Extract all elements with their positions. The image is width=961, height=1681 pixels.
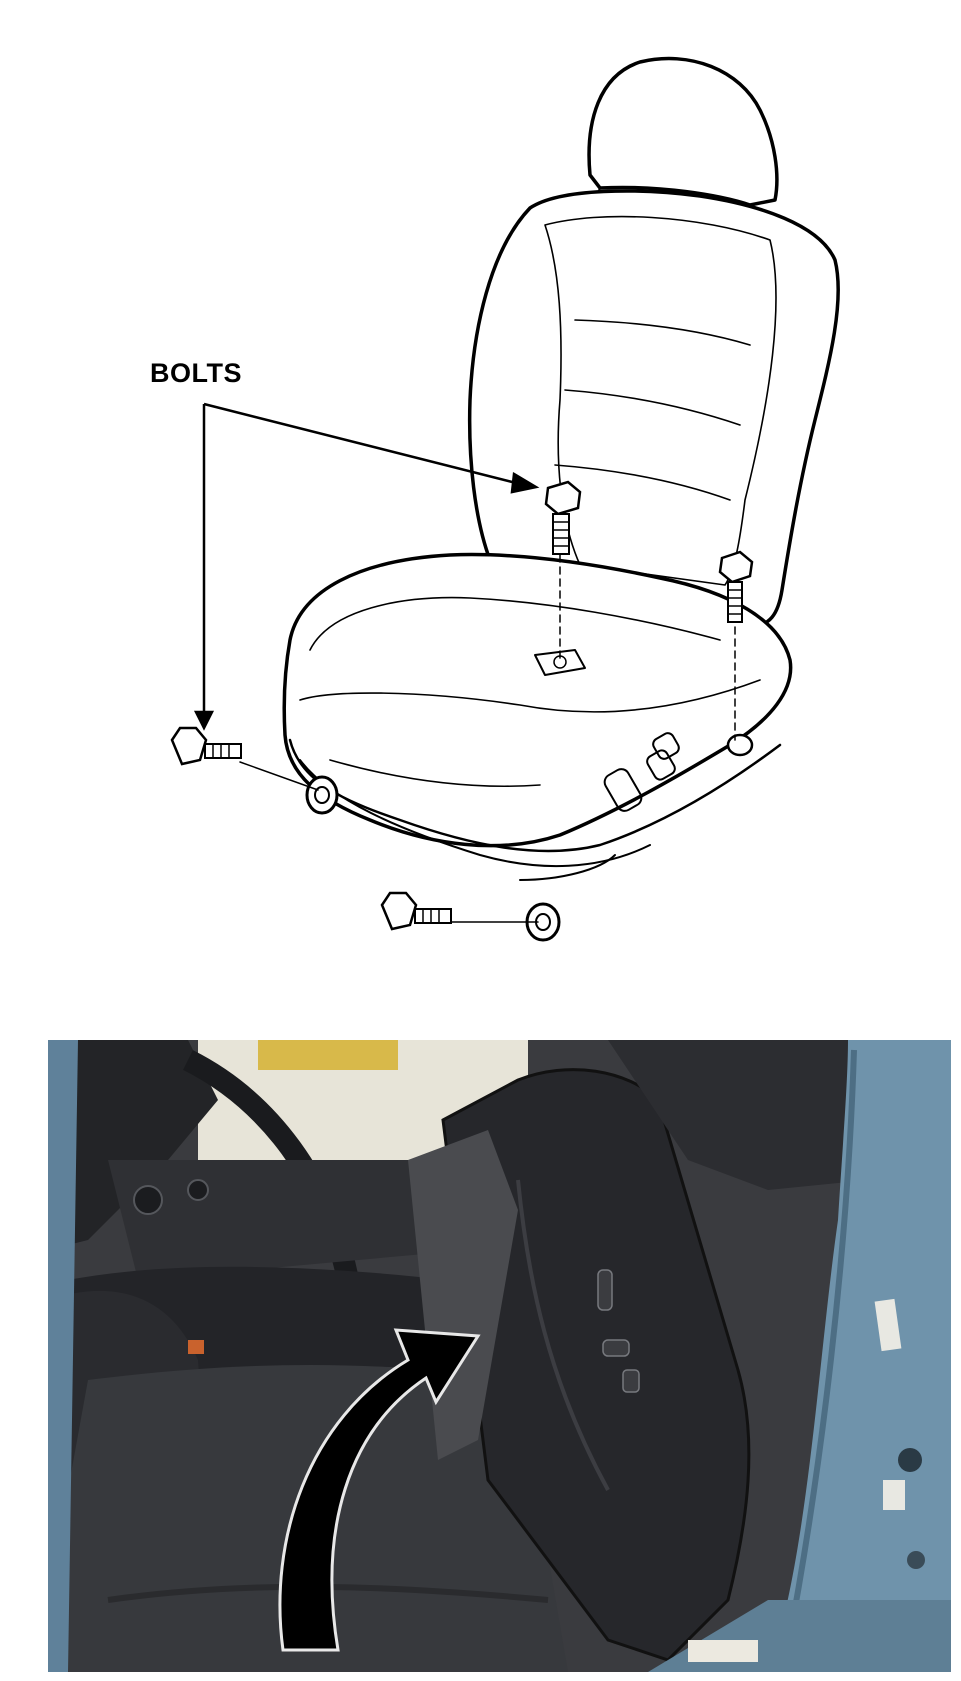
bolt-icon-front-left	[170, 726, 242, 766]
bolts-callout-arrows	[193, 402, 540, 731]
bolt-icon-front-center	[380, 891, 452, 931]
seat-bolt-diagram: BOLTS	[150, 56, 840, 942]
bolts-label: BOLTS	[150, 358, 242, 388]
bolt-icon-upper-right	[718, 550, 754, 623]
tilted-seat	[441, 1068, 751, 1662]
bolt-icon-upper-center	[544, 480, 582, 555]
photo-illustration	[48, 1040, 951, 1672]
headrest	[587, 56, 779, 207]
rotation-arrow	[278, 1328, 481, 1652]
seat-cushion	[282, 552, 793, 848]
door-frame	[768, 1040, 951, 1672]
seat-line-drawing	[170, 56, 840, 942]
seat-removal-photo	[48, 1040, 951, 1672]
